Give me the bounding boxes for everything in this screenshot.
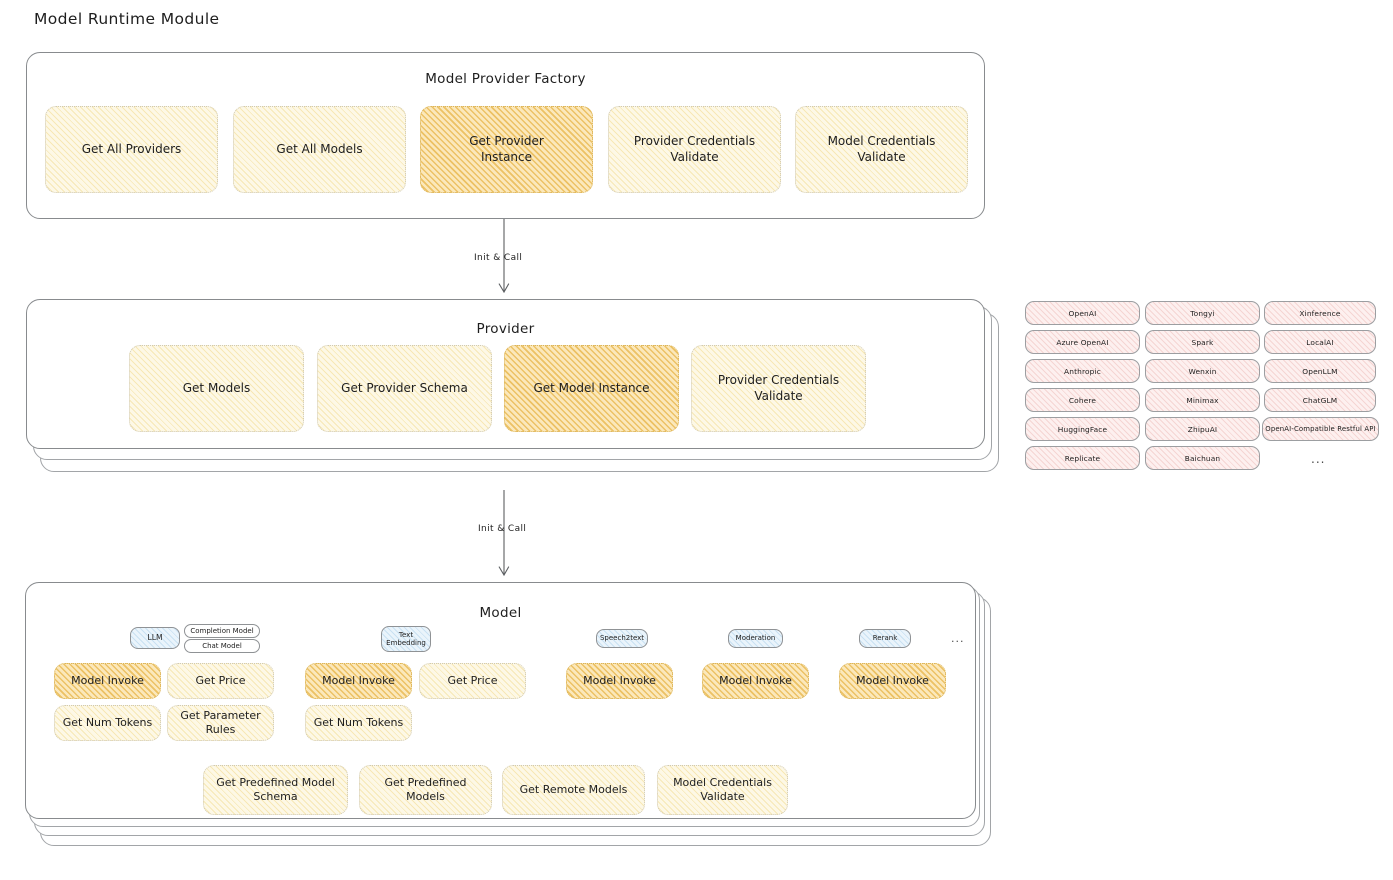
model-tag-chat-model[interactable]: Chat Model xyxy=(184,639,260,653)
model-provider-factory-title: Model Provider Factory xyxy=(425,71,586,87)
node-moderation-model-invoke[interactable]: Model Invoke xyxy=(702,663,809,699)
provider-chip-minimax[interactable]: Minimax xyxy=(1145,388,1260,412)
node-get-all-models[interactable]: Get All Models xyxy=(233,106,406,193)
node-llm-get-price[interactable]: Get Price xyxy=(167,663,274,699)
model-types-more-ellipsis: ... xyxy=(951,632,965,645)
provider-chip-replicate[interactable]: Replicate xyxy=(1025,446,1140,470)
provider-chip-cohere[interactable]: Cohere xyxy=(1025,388,1140,412)
node-provider-credentials-validate-factory[interactable]: Provider Credentials Validate xyxy=(608,106,781,193)
provider-chip-wenxin[interactable]: Wenxin xyxy=(1145,359,1260,383)
node-get-predefined-models[interactable]: Get Predefined Models xyxy=(359,765,492,815)
provider-list-more-ellipsis: ... xyxy=(1311,452,1326,466)
provider-chip-tongyi[interactable]: Tongyi xyxy=(1145,301,1260,325)
arrow-label-init-and-call-1: Init & Call xyxy=(474,253,523,263)
model-container: Model xyxy=(25,582,976,819)
model-type-badge-rerank[interactable]: Rerank xyxy=(859,629,911,648)
node-get-model-instance[interactable]: Get Model Instance xyxy=(504,345,679,432)
model-type-badge-text-embedding[interactable]: Text Embedding xyxy=(381,626,431,652)
node-get-provider-schema[interactable]: Get Provider Schema xyxy=(317,345,492,432)
model-type-badge-speech2text[interactable]: Speech2text xyxy=(596,629,648,648)
provider-chip-huggingface[interactable]: HuggingFace xyxy=(1025,417,1140,441)
arrow-label-init-and-call-2: Init & Call xyxy=(478,524,527,534)
provider-chip-openai-compatible-restful-api[interactable]: OpenAI-Compatible Restful API xyxy=(1262,417,1379,441)
provider-chip-azure-openai[interactable]: Azure OpenAI xyxy=(1025,330,1140,354)
arrow-factory-to-provider xyxy=(498,219,510,294)
node-speech2text-model-invoke[interactable]: Model Invoke xyxy=(566,663,673,699)
page-title: Model Runtime Module xyxy=(34,10,220,28)
model-type-badge-llm[interactable]: LLM xyxy=(130,627,180,649)
node-get-models[interactable]: Get Models xyxy=(129,345,304,432)
model-type-badge-moderation[interactable]: Moderation xyxy=(728,629,783,648)
provider-chip-chatglm[interactable]: ChatGLM xyxy=(1264,388,1376,412)
node-provider-credentials-validate[interactable]: Provider Credentials Validate xyxy=(691,345,866,432)
node-get-all-providers[interactable]: Get All Providers xyxy=(45,106,218,193)
node-model-credentials-validate-model[interactable]: Model Credentials Validate xyxy=(657,765,788,815)
provider-chip-zhipuai[interactable]: ZhipuAI xyxy=(1145,417,1260,441)
node-get-provider-instance[interactable]: Get Provider Instance xyxy=(420,106,593,193)
node-llm-get-parameter-rules[interactable]: Get Parameter Rules xyxy=(167,705,274,741)
node-get-predefined-model-schema[interactable]: Get Predefined Model Schema xyxy=(203,765,348,815)
node-text-embedding-get-num-tokens[interactable]: Get Num Tokens xyxy=(305,705,412,741)
node-text-embedding-model-invoke[interactable]: Model Invoke xyxy=(305,663,412,699)
provider-title: Provider xyxy=(476,321,535,337)
model-tag-completion-model[interactable]: Completion Model xyxy=(184,624,260,638)
provider-chip-baichuan[interactable]: Baichuan xyxy=(1145,446,1260,470)
provider-chip-openllm[interactable]: OpenLLM xyxy=(1264,359,1376,383)
node-model-credentials-validate-factory[interactable]: Model Credentials Validate xyxy=(795,106,968,193)
provider-chip-spark[interactable]: Spark xyxy=(1145,330,1260,354)
node-text-embedding-get-price[interactable]: Get Price xyxy=(419,663,526,699)
node-get-remote-models[interactable]: Get Remote Models xyxy=(502,765,645,815)
provider-chip-anthropic[interactable]: Anthropic xyxy=(1025,359,1140,383)
provider-chip-openai[interactable]: OpenAI xyxy=(1025,301,1140,325)
node-llm-model-invoke[interactable]: Model Invoke xyxy=(54,663,161,699)
provider-chip-localai[interactable]: LocalAI xyxy=(1264,330,1376,354)
node-rerank-model-invoke[interactable]: Model Invoke xyxy=(839,663,946,699)
provider-chip-xinference[interactable]: Xinference xyxy=(1264,301,1376,325)
model-title: Model xyxy=(479,605,522,621)
node-llm-get-num-tokens[interactable]: Get Num Tokens xyxy=(54,705,161,741)
arrow-provider-to-model xyxy=(498,490,510,577)
